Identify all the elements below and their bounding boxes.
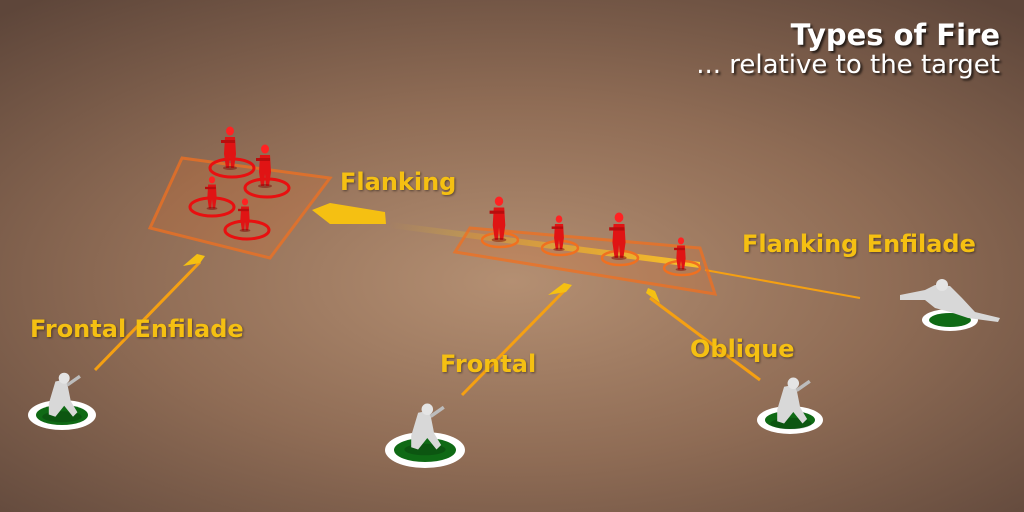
- bullet-flanking: [312, 203, 386, 224]
- bullet-oblique: [646, 288, 660, 303]
- diagram-subtitle: ... relative to the target: [696, 50, 1000, 80]
- label-frontal-enfilade: Frontal Enfilade: [30, 315, 244, 343]
- diagram-title: Types of Fire: [790, 18, 1000, 52]
- formation-box-flank: [147, 156, 333, 260]
- friendly-shooter-frontal: [385, 403, 465, 468]
- tracer-oblique: [649, 296, 761, 382]
- friendly-soldier-icon: [900, 285, 1000, 322]
- friendly-shooter-frontal-enfilade: [28, 372, 96, 430]
- friendly-shooter-flanking-enfilade: [900, 279, 1000, 331]
- label-frontal: Frontal: [440, 350, 537, 378]
- friendly-soldier-icon: [770, 377, 812, 430]
- bullet-frontal: [548, 283, 572, 295]
- friendly-soldier-icon: [404, 403, 446, 456]
- enemy-group-line: [452, 196, 718, 296]
- friendly-shooter-oblique: [757, 377, 823, 434]
- tracer-frontal: [460, 288, 567, 397]
- tracer-frontal-enfilade: [93, 260, 202, 372]
- shooter-base-inner: [929, 313, 971, 327]
- label-oblique: Oblique: [690, 335, 795, 363]
- label-flanking-enfilade: Flanking Enfilade: [742, 230, 976, 258]
- enemy-group-flank: [147, 126, 333, 260]
- friendly-soldier-head: [936, 279, 948, 291]
- bullet-frontal-enfilade: [183, 254, 205, 266]
- friendly-soldier-icon: [42, 372, 82, 423]
- label-flanking: Flanking: [340, 168, 457, 196]
- tracer-flanking-enfilade: [704, 269, 861, 299]
